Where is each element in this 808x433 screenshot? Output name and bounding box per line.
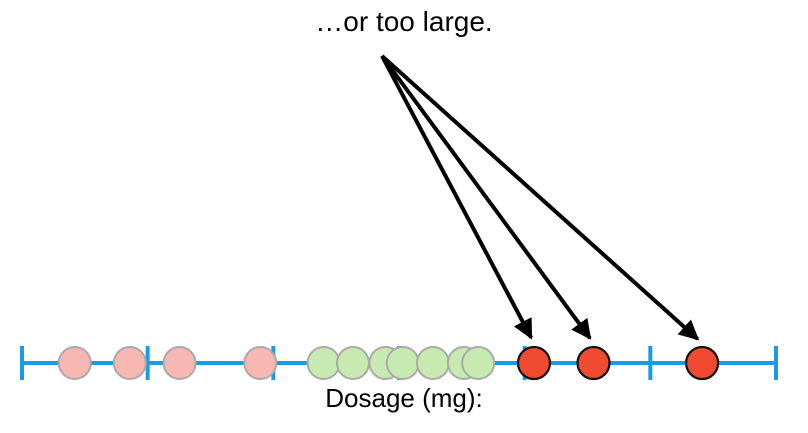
point-too-small [112, 346, 147, 380]
annotation-arrow [380, 54, 592, 340]
annotation-too-large: …or too large. [315, 6, 493, 37]
point-too-small [162, 346, 197, 380]
point-effective [461, 346, 496, 380]
point-effective [385, 346, 420, 380]
point-too-large [685, 345, 720, 381]
annotation-arrow [380, 54, 700, 341]
point-effective [336, 346, 371, 380]
point-too-large [576, 345, 611, 381]
point-too-small [243, 346, 278, 380]
point-too-small [57, 346, 92, 380]
annotation-arrow [380, 55, 533, 340]
point-too-large [516, 345, 552, 381]
point-effective [306, 346, 341, 380]
point-effective [415, 346, 450, 380]
axis-label: Dosage (mg): [325, 383, 483, 413]
